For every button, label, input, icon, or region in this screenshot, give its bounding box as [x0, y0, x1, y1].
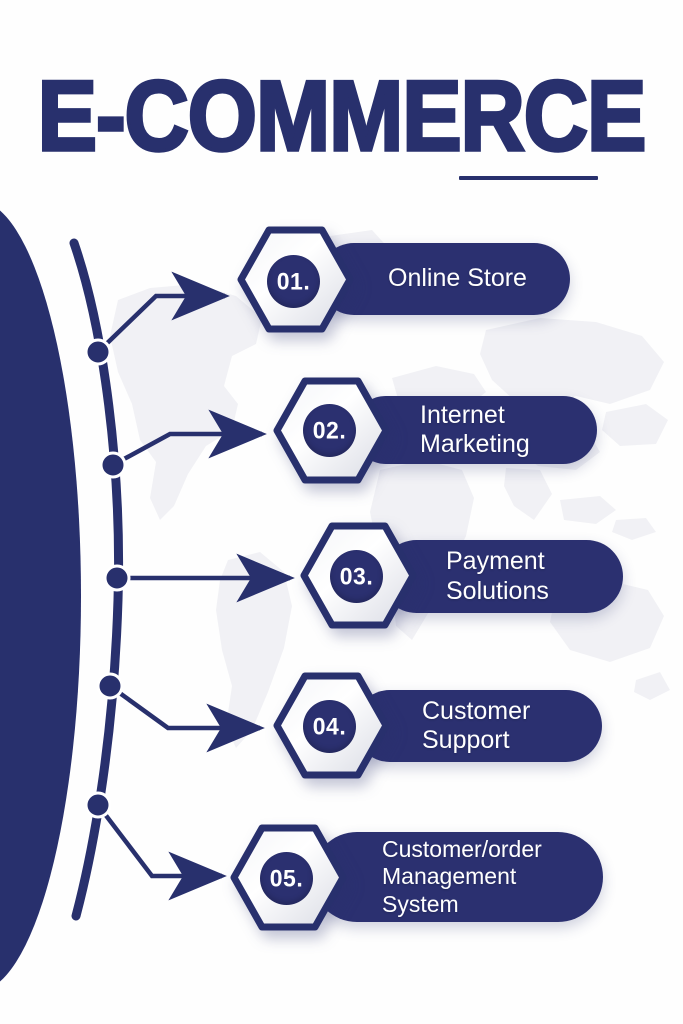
step-label-4: Customer Support	[422, 696, 531, 755]
step-number-badge-1: 01.	[267, 255, 320, 308]
step-number-3: 03.	[339, 562, 374, 590]
connector-line-2	[111, 409, 267, 467]
title-underline	[459, 176, 598, 180]
step-label-2: Internet Marketing	[420, 400, 530, 459]
timeline-node-2	[99, 451, 127, 479]
timeline-node-4	[96, 672, 124, 700]
connector-line-1	[96, 271, 230, 354]
connector-line-4	[108, 684, 265, 753]
title-block: E-COMMERCE	[0, 64, 683, 167]
step-number-badge-2: 02.	[303, 404, 356, 457]
step-number-badge-4: 04.	[303, 700, 356, 753]
step-number-2: 02.	[312, 416, 347, 444]
step-label-5: Customer/order Management System	[382, 836, 542, 917]
step-number-5: 05.	[269, 864, 304, 892]
timeline-node-1	[84, 338, 112, 366]
step-number-1: 01.	[276, 267, 311, 295]
step-label-pill-5[interactable]: Customer/order Management System	[312, 832, 603, 922]
step-label-pill-1[interactable]: Online Store	[318, 243, 570, 315]
timeline-node-5	[84, 791, 112, 819]
step-label-pill-4[interactable]: Customer Support	[354, 690, 602, 762]
step-number-4: 04.	[312, 712, 347, 740]
step-label-pill-3[interactable]: Payment Solutions	[380, 540, 623, 613]
connector-line-5	[96, 803, 227, 901]
step-number-badge-3: 03.	[330, 550, 383, 603]
page-title: E-COMMERCE	[36, 60, 648, 172]
timeline-curve	[69, 238, 124, 921]
step-label-pill-2[interactable]: Internet Marketing	[352, 396, 597, 464]
timeline-node-3	[103, 564, 131, 592]
step-label-3: Payment Solutions	[446, 547, 549, 605]
step-number-badge-5: 05.	[260, 852, 313, 905]
step-label-1: Online Store	[388, 264, 527, 293]
